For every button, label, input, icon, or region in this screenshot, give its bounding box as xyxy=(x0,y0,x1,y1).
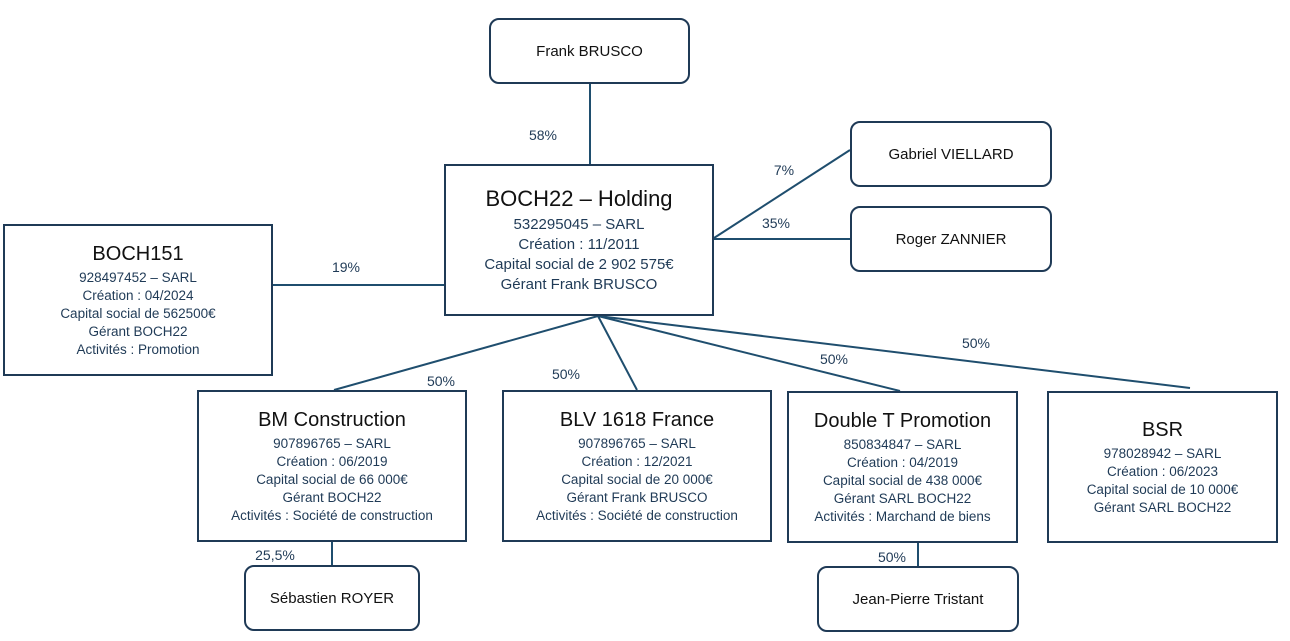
company-creation: Création : 04/2024 xyxy=(82,287,194,303)
company-blv-1618-france: BLV 1618 France 907896765 – SARL Créatio… xyxy=(502,390,772,542)
connector-boch22-doublet xyxy=(597,315,901,392)
person-roger-zannier: Roger ZANNIER xyxy=(850,206,1052,272)
company-activity: Activités : Société de construction xyxy=(231,507,433,523)
company-double-t-promotion: Double T Promotion 850834847 – SARL Créa… xyxy=(787,391,1018,543)
connector-boch22-blv xyxy=(597,315,638,391)
company-creation: Création : 06/2019 xyxy=(276,453,388,469)
company-title: Double T Promotion xyxy=(813,409,992,432)
connector-boch22-bm xyxy=(333,315,599,391)
company-bm-construction: BM Construction 907896765 – SARL Créatio… xyxy=(197,390,467,542)
company-creation: Création : 06/2023 xyxy=(1106,463,1219,479)
link-label-boch22-bm: 50% xyxy=(426,373,456,389)
company-siren: 978028942 – SARL xyxy=(1103,445,1222,461)
company-siren: 907896765 – SARL xyxy=(578,435,696,451)
company-siren: 850834847 – SARL xyxy=(843,436,962,452)
link-label-boch22-boch151: 19% xyxy=(331,259,361,275)
link-label-roger-boch22: 35% xyxy=(761,215,791,231)
company-siren: 532295045 – SARL xyxy=(513,215,645,233)
company-creation: Création : 12/2021 xyxy=(581,453,693,469)
link-label-gabriel-boch22: 7% xyxy=(773,162,795,178)
person-sebastien-royer: Sébastien ROYER xyxy=(244,565,420,631)
company-manager: Gérant SARL BOCH22 xyxy=(833,490,972,506)
connector-boch22-bsr xyxy=(597,315,1191,389)
company-title: BOCH22 – Holding xyxy=(485,186,673,212)
person-frank-brusco: Frank BRUSCO xyxy=(489,18,690,84)
person-jean-pierre-tristant: Jean-Pierre Tristant xyxy=(817,566,1019,632)
company-manager: Gérant Frank BRUSCO xyxy=(566,489,708,505)
link-label-sebastien-bm: 25,5% xyxy=(255,547,295,563)
link-label-jeanpierre-doublet: 50% xyxy=(877,549,907,565)
person-name: Jean-Pierre Tristant xyxy=(852,590,984,608)
person-name: Frank BRUSCO xyxy=(536,42,643,60)
connector-gabriel-boch22 xyxy=(713,149,851,239)
company-boch151: BOCH151 928497452 – SARL Création : 04/2… xyxy=(3,224,273,376)
company-boch22-holding: BOCH22 – Holding 532295045 – SARL Créati… xyxy=(444,164,714,316)
company-activity: Activités : Promotion xyxy=(76,341,200,357)
person-name: Gabriel VIELLARD xyxy=(888,145,1014,163)
person-name: Roger ZANNIER xyxy=(895,230,1007,248)
company-manager: Gérant BOCH22 xyxy=(88,323,188,339)
company-title: BOCH151 xyxy=(92,242,184,265)
company-creation: Création : 11/2011 xyxy=(518,235,640,253)
company-title: BM Construction xyxy=(258,408,406,431)
company-capital: Capital social de 438 000€ xyxy=(822,472,983,488)
link-label-boch22-bsr: 50% xyxy=(961,335,991,351)
company-manager: Gérant BOCH22 xyxy=(282,489,382,505)
company-capital: Capital social de 20 000€ xyxy=(561,471,713,487)
company-siren: 907896765 – SARL xyxy=(273,435,391,451)
link-label-boch22-blv: 50% xyxy=(551,366,581,382)
company-activity: Activités : Société de construction xyxy=(536,507,738,523)
company-capital: Capital social de 66 000€ xyxy=(256,471,408,487)
company-siren: 928497452 – SARL xyxy=(79,269,197,285)
company-capital: Capital social de 10 000€ xyxy=(1086,481,1239,497)
company-title: BLV 1618 France xyxy=(559,408,715,431)
company-creation: Création : 04/2019 xyxy=(846,454,959,470)
company-capital: Capital social de 562500€ xyxy=(60,305,216,321)
link-label-frank-boch22: 58% xyxy=(528,127,558,143)
person-name: Sébastien ROYER xyxy=(269,589,395,607)
company-activity: Activités : Marchand de biens xyxy=(814,508,991,524)
company-bsr: BSR 978028942 – SARL Création : 06/2023 … xyxy=(1047,391,1278,543)
link-label-boch22-doublet: 50% xyxy=(819,351,849,367)
company-title: BSR xyxy=(1141,418,1184,441)
company-manager: Gérant Frank BRUSCO xyxy=(500,275,658,293)
company-manager: Gérant SARL BOCH22 xyxy=(1093,499,1232,515)
person-gabriel-viellard: Gabriel VIELLARD xyxy=(850,121,1052,187)
company-capital: Capital social de 2 902 575€ xyxy=(484,255,674,273)
